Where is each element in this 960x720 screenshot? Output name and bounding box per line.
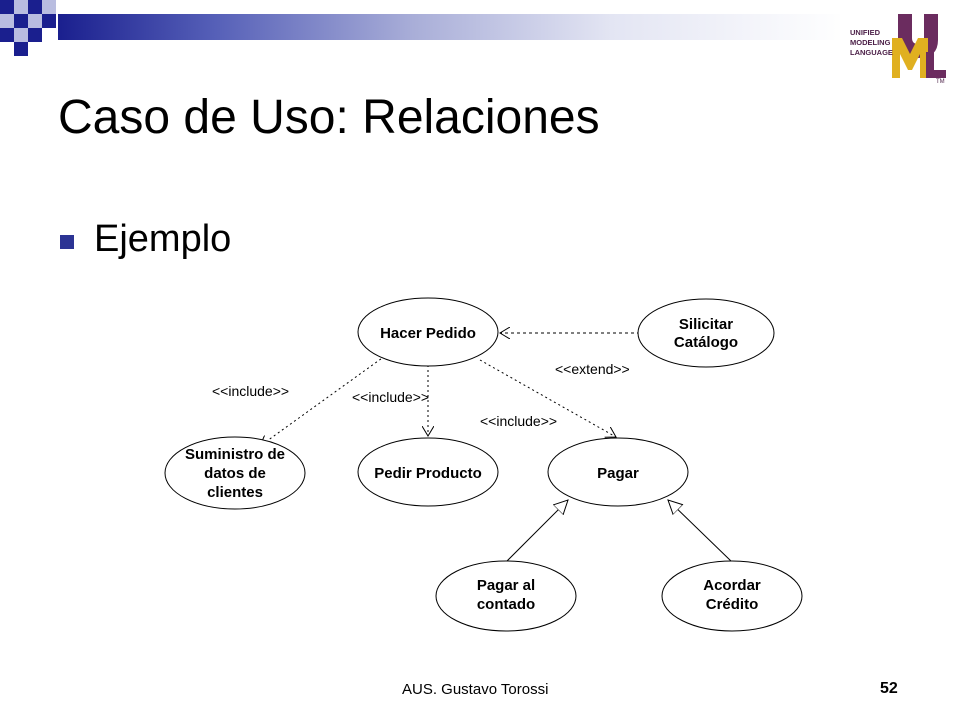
include-stereotype-label: <<include>> [480, 413, 557, 429]
logo-text-line: LANGUAGE [850, 48, 893, 57]
use-case-pagar: Pagar [547, 437, 689, 507]
include-stereotype-label: <<include>> [212, 383, 289, 399]
decor-square [14, 42, 28, 56]
logo-trademark: TM [936, 79, 945, 85]
use-case-label: Pagar al [477, 577, 535, 594]
use-case-suministro-datos: Suministro de datos de clientes [164, 436, 306, 510]
use-case-label: Catálogo [674, 334, 738, 351]
bullet-item: Ejemplo [60, 218, 231, 261]
decor-square [42, 0, 56, 14]
logo-letter-m [892, 38, 928, 78]
use-case-label: Acordar [703, 577, 761, 594]
include-dependency-line [260, 355, 386, 446]
use-case-label: Pedir Producto [374, 465, 482, 482]
use-case-label: Suministro de [185, 446, 285, 463]
use-case-pedir-producto: Pedir Producto [357, 437, 499, 507]
decor-square [28, 14, 42, 28]
use-case-label: Pagar [597, 465, 639, 482]
use-case-label: contado [477, 596, 535, 613]
bullet-text: Ejemplo [94, 218, 232, 260]
decor-square [28, 28, 42, 42]
generalization-line [668, 500, 733, 563]
generalization-line [505, 500, 568, 563]
use-case-label: Hacer Pedido [380, 325, 476, 342]
slide-title: Caso de Uso: Relaciones [58, 91, 600, 144]
use-case-label: Silicitar [679, 316, 733, 333]
include-dependency-line [479, 359, 616, 437]
decor-square [0, 28, 14, 42]
logo-text-line: MODELING [850, 38, 891, 47]
decor-square [14, 14, 28, 28]
decor-square [42, 14, 56, 28]
use-case-label: Crédito [706, 596, 759, 613]
bullet-square-icon [60, 234, 74, 249]
use-case-pagar-contado: Pagar al contado [435, 560, 577, 632]
include-stereotype-label: <<include>> [352, 389, 429, 405]
decor-square [14, 28, 28, 42]
use-case-hacer-pedido: Hacer Pedido [357, 297, 499, 367]
use-case-label: datos de [204, 465, 266, 482]
page-number: 52 [880, 680, 898, 697]
decor-square [14, 0, 28, 14]
decor-square [0, 14, 14, 28]
header-gradient-bar [58, 14, 848, 40]
decor-square [28, 0, 42, 14]
extend-stereotype-label: <<extend>> [555, 361, 630, 377]
use-case-label: clientes [207, 484, 263, 501]
footer-author: AUS. Gustavo Torossi [402, 681, 549, 698]
logo-text-line: UNIFIED [850, 28, 880, 37]
logo-letter-l [926, 52, 946, 78]
uml-logo-text: UNIFIED MODELING LANGUAGE [850, 28, 896, 58]
use-case-solicitar-catalogo: Silicitar Catálogo [637, 298, 775, 368]
decor-square [0, 0, 14, 14]
use-case-acordar-credito: Acordar Crédito [661, 560, 803, 632]
uml-logo: TM [840, 8, 952, 86]
